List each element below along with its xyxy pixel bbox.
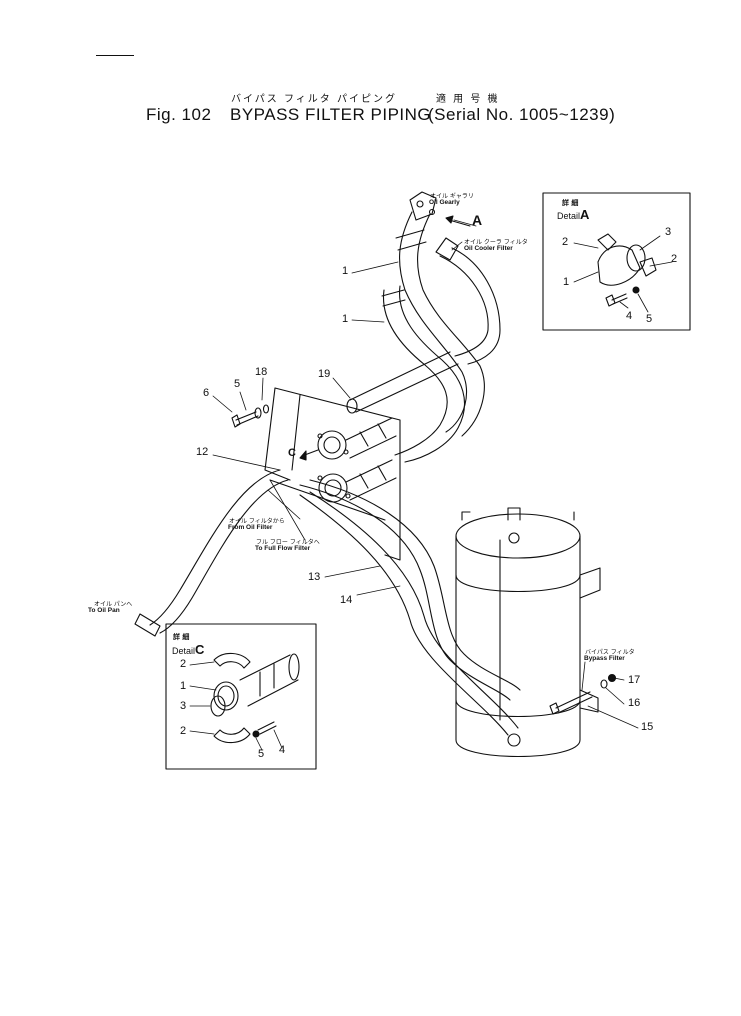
from-oil-filter-jp: オイル フィルタから	[229, 518, 285, 525]
callout-17: 17	[628, 674, 641, 686]
from-oil-filter-label: From Oil Filter	[228, 524, 273, 531]
oil-cooler-jp: オイル クーラ フィルタ	[464, 239, 528, 246]
oil-pan-jp: オイル パンへ	[94, 601, 133, 608]
detail-a-callout-5: 5	[646, 313, 653, 325]
oil-pan-label: To Oil Pan	[88, 607, 120, 614]
pipe-12	[134, 469, 289, 637]
bolt-6	[231, 404, 270, 428]
detail-a-box	[542, 192, 691, 331]
detail-a-callout-1: 1	[563, 276, 570, 288]
detail-c-callout-2b: 2	[180, 725, 187, 737]
detail-c-callout-5: 5	[258, 748, 265, 760]
callout-12: 12	[196, 446, 209, 458]
hose-middle	[381, 285, 466, 463]
detail-a-callout-4: 4	[626, 310, 633, 322]
bypass-filter-label: Bypass Filter	[584, 655, 625, 662]
pipe-13	[299, 479, 521, 701]
callout-1a: 1	[342, 265, 349, 277]
detail-c-callout-2a: 2	[180, 658, 187, 670]
oil-gearly-jp: オイル ギャラリ	[430, 193, 474, 200]
mounting-plate	[264, 387, 401, 561]
callout-5: 5	[234, 378, 241, 390]
callout-19: 19	[318, 368, 331, 380]
arrow-a-label: A	[472, 212, 483, 228]
full-flow-label: To Full Flow Filter	[255, 545, 311, 552]
full-flow-jp: フル フロー フィルタへ	[256, 539, 320, 546]
serial-jp: 適 用 号 機	[436, 94, 500, 105]
oil-gearly-label: Oil Gearly	[429, 199, 460, 206]
callout-15: 15	[641, 721, 654, 733]
bolt-15	[549, 673, 617, 715]
title-jp: バイパス フィルタ パイピング	[231, 94, 397, 105]
bypass-filter-jp: バイパス フィルタ	[585, 649, 635, 656]
detail-c-arrow	[299, 449, 319, 461]
flange-upper	[317, 417, 397, 460]
callout-14: 14	[340, 594, 353, 606]
oil-gallery-elbow	[409, 191, 437, 221]
oil-cooler-label: Oil Cooler Filter	[464, 245, 513, 252]
page-title: BYPASS FILTER PIPING	[230, 105, 432, 124]
pipe-14	[299, 491, 519, 736]
detail-a-callout-3: 3	[665, 226, 672, 238]
pipe-19	[346, 351, 459, 414]
detail-a-callout-2b: 2	[671, 253, 678, 265]
callout-13: 13	[308, 571, 321, 583]
callout-1b: 1	[342, 313, 349, 325]
oil-cooler-pipe	[435, 237, 501, 365]
detail-c-title-jp: 詳 細	[173, 633, 190, 641]
arrow-c-label: C	[288, 447, 296, 459]
detail-c-callout-1: 1	[180, 680, 187, 692]
callout-18: 18	[255, 366, 268, 378]
detail-a-arrow-line	[448, 219, 471, 227]
callout-16: 16	[628, 697, 641, 709]
leader-lines	[212, 219, 639, 729]
detail-a-arrow-head	[445, 215, 454, 224]
callout-6: 6	[203, 387, 210, 399]
detail-c-box	[165, 623, 317, 770]
detail-a-title: DetailA	[557, 207, 590, 222]
detail-c-title: DetailC	[172, 642, 205, 657]
hose-upper	[395, 211, 485, 437]
detail-c-callout-4: 4	[279, 744, 286, 756]
detail-a-title-jp: 詳 細	[562, 199, 579, 207]
fig-label: Fig. 102	[146, 105, 212, 124]
header-rule	[96, 55, 134, 56]
bypass-filter	[455, 507, 601, 757]
flange-lower	[317, 459, 397, 503]
detail-a-callout-2a: 2	[562, 236, 569, 248]
detail-c-callout-3: 3	[180, 700, 187, 712]
serial-range: (Serial No. 1005~1239)	[428, 105, 616, 124]
